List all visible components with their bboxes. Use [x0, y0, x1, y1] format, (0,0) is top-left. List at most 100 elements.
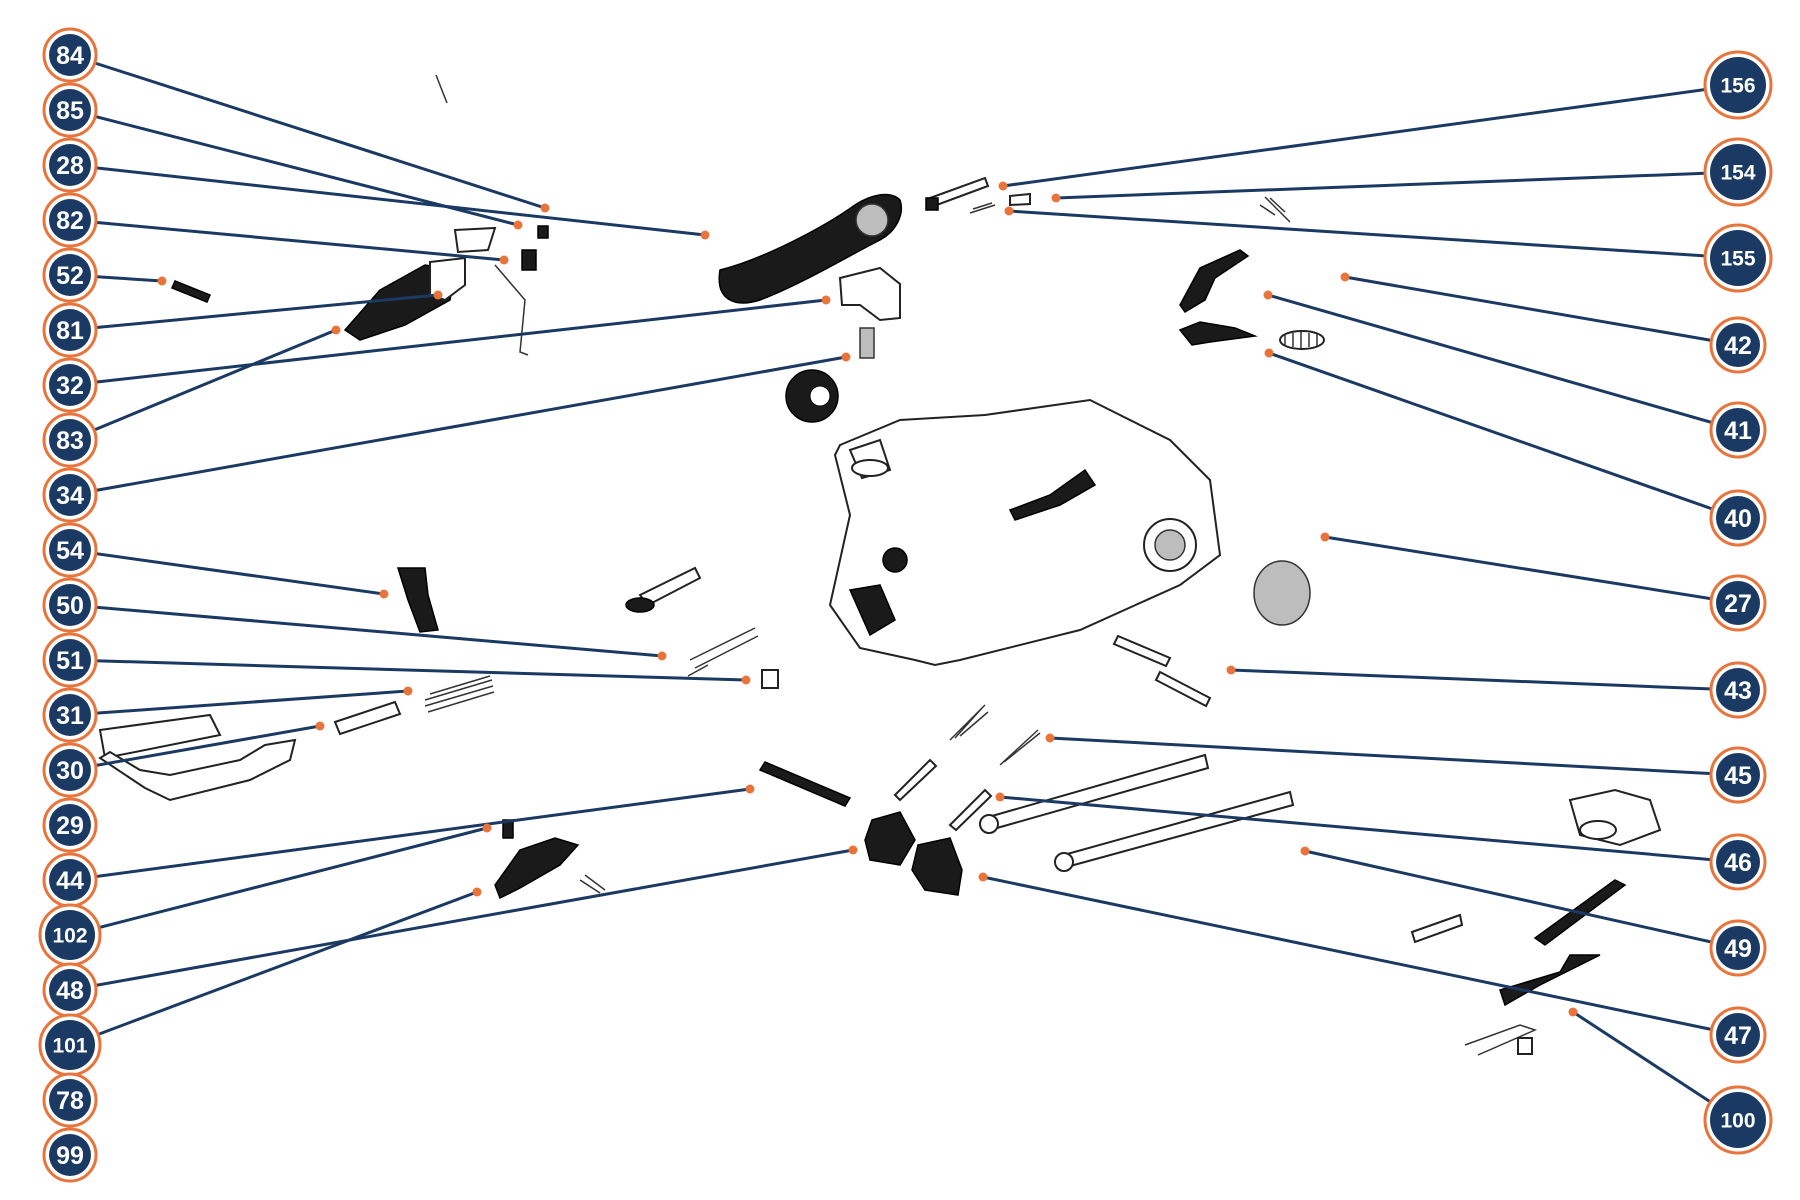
callout-47-badge[interactable]: 47	[1709, 1006, 1767, 1064]
callout-82-badge[interactable]: 82	[42, 192, 98, 248]
callout-badge-label: 99	[56, 1142, 84, 1170]
callout-badge-label: 84	[56, 42, 84, 70]
callout-155-badge[interactable]: 155	[1703, 223, 1773, 293]
receiver-part	[828, 398, 1222, 667]
callout-badge-label: 27	[1724, 590, 1752, 618]
callout-badge-fill	[1716, 753, 1760, 797]
callout-102-target-dot	[482, 823, 492, 833]
callout-46-badge[interactable]: 46	[1709, 833, 1767, 891]
callout-badge-fill	[49, 804, 91, 846]
callout-101-badge[interactable]: 101	[38, 1013, 102, 1077]
callout-41-leader-line	[1267, 293, 1739, 432]
callout-100-target-dot	[1568, 1007, 1578, 1017]
callout-46-target-dot	[995, 792, 1005, 802]
callout-45-badge[interactable]: 45	[1709, 746, 1767, 804]
callout-badge-fill	[1710, 1092, 1766, 1148]
callout-30-badge[interactable]: 30	[42, 742, 98, 798]
callout-43-badge[interactable]: 43	[1709, 661, 1767, 719]
callout-102-leader-line	[69, 826, 488, 937]
callout-badge-fill	[1716, 1013, 1760, 1057]
callout-badge-label: 156	[1720, 75, 1755, 98]
callout-44-badge[interactable]: 44	[42, 852, 98, 908]
callout-32-badge[interactable]: 32	[42, 357, 98, 413]
callout-44-leader-line	[69, 787, 751, 882]
callout-46-leader-line	[999, 795, 1739, 864]
callout-badge-fill	[1716, 581, 1760, 625]
callout-49-badge[interactable]: 49	[1709, 919, 1767, 977]
callout-48-leader-line	[69, 848, 854, 992]
callout-78-badge[interactable]: 78	[42, 1072, 98, 1128]
callout-badge-label: 52	[56, 262, 84, 290]
callout-41-target-dot	[1263, 290, 1273, 300]
callout-47-leader-line	[982, 875, 1739, 1037]
callout-81-badge[interactable]: 81	[42, 302, 98, 358]
top-strap-part	[98, 713, 222, 760]
callout-99-badge[interactable]: 99	[42, 1127, 98, 1183]
callout-28-badge[interactable]: 28	[42, 137, 98, 193]
callout-156-badge[interactable]: 156	[1703, 50, 1773, 120]
callout-52-target-dot	[157, 276, 167, 286]
callout-154-badge[interactable]: 154	[1703, 137, 1773, 207]
callout-49-target-dot	[1300, 846, 1310, 856]
callout-100-badge[interactable]: 100	[1703, 1085, 1773, 1155]
callout-83-leader-line	[69, 328, 337, 442]
callout-badge-fill	[49, 474, 91, 516]
callout-badge-fill	[49, 364, 91, 406]
callout-42-badge[interactable]: 42	[1709, 316, 1767, 374]
callout-badge-label: 43	[1724, 677, 1752, 705]
callout-155-leader-line	[1008, 209, 1739, 260]
callout-badge-fill	[49, 584, 91, 626]
callout-83-badge[interactable]: 83	[42, 412, 98, 468]
callout-48-badge[interactable]: 48	[42, 962, 98, 1018]
callout-badge-fill	[49, 34, 91, 76]
callout-29-badge[interactable]: 29	[42, 797, 98, 853]
callout-52-badge[interactable]: 52	[42, 247, 98, 303]
callout-40-badge[interactable]: 40	[1709, 489, 1767, 547]
callout-badge-label: 155	[1720, 248, 1755, 271]
callout-badge-label: 28	[56, 152, 84, 180]
callout-50-badge[interactable]: 50	[42, 577, 98, 633]
callout-102-badge[interactable]: 102	[38, 903, 102, 967]
callout-85-badge[interactable]: 85	[42, 82, 98, 138]
callout-badge-label: 30	[56, 757, 84, 785]
callout-badge-fill	[49, 1134, 91, 1176]
callout-44-target-dot	[745, 784, 755, 794]
callout-84-badge[interactable]: 84	[42, 27, 98, 83]
callout-badge-fill	[49, 969, 91, 1011]
callout-34-badge[interactable]: 34	[42, 467, 98, 523]
callout-51-badge[interactable]: 51	[42, 632, 98, 688]
callout-32-target-dot	[821, 295, 831, 305]
callout-badge-label: 49	[1724, 935, 1752, 963]
callout-45-target-dot	[1045, 733, 1055, 743]
callout-badge-label: 54	[56, 537, 84, 565]
callout-badge-fill	[49, 144, 91, 186]
callout-54-leader-line	[69, 548, 385, 596]
callout-54-target-dot	[379, 589, 389, 599]
callout-badge-label: 83	[56, 427, 84, 455]
callout-badge-fill	[49, 254, 91, 296]
callout-34-leader-line	[69, 355, 847, 497]
callout-badge-fill	[45, 1020, 95, 1070]
callout-41-badge[interactable]: 41	[1709, 401, 1767, 459]
callout-48-target-dot	[848, 845, 858, 855]
callout-31-badge[interactable]: 31	[42, 687, 98, 743]
callout-27-badge[interactable]: 27	[1709, 574, 1767, 632]
callout-badge-label: 51	[56, 647, 84, 675]
callout-badge-label: 102	[52, 925, 87, 948]
callout-43-leader-line	[1230, 668, 1739, 692]
callout-badge-fill	[49, 309, 91, 351]
callout-badge-fill	[49, 749, 91, 791]
callout-badge-label: 34	[56, 482, 84, 510]
leader-lines	[69, 53, 1739, 1122]
hammer-right-part	[911, 837, 963, 896]
callout-45-leader-line	[1049, 736, 1739, 777]
callout-badge-fill	[45, 910, 95, 960]
callout-54-badge[interactable]: 54	[42, 522, 98, 578]
callout-badge-label: 81	[56, 317, 84, 345]
callout-badge-fill	[1716, 323, 1760, 367]
callout-101-leader-line	[69, 890, 478, 1047]
callout-badge-label: 46	[1724, 849, 1752, 877]
callout-badge-label: 50	[56, 592, 84, 620]
